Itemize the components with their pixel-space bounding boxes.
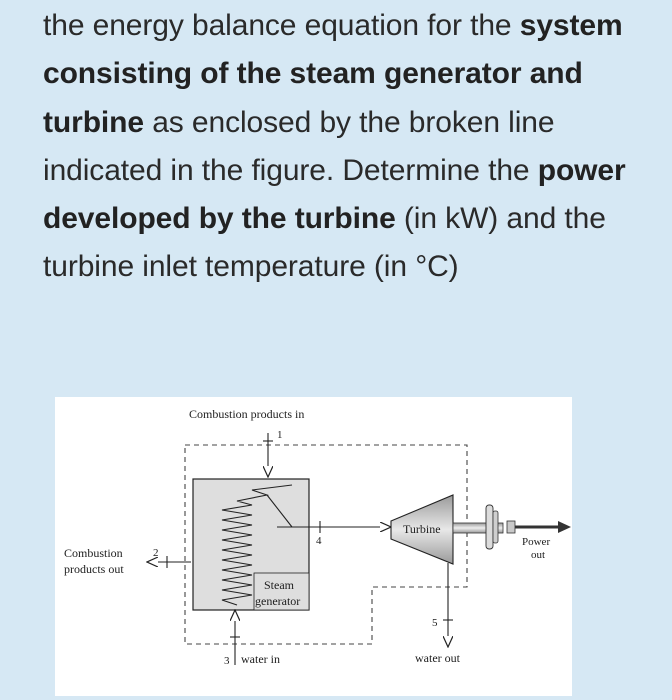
water-out-label: water out bbox=[415, 651, 461, 665]
turbine-shaft bbox=[452, 522, 504, 534]
steam-generator-label-1: Steam bbox=[264, 578, 295, 592]
combustion-out-label-2: products out bbox=[64, 562, 124, 576]
text-segment: (in kW) and the turbine inlet temperatur… bbox=[43, 202, 606, 284]
power-out-label-1: Power bbox=[522, 536, 550, 548]
schematic-figure: 1 2 3 water in 4 Turbine bbox=[55, 397, 572, 696]
problem-statement: the energy balance equation for the syst… bbox=[43, 2, 643, 292]
combustion-in-label: Combustion products in bbox=[189, 407, 304, 421]
turbine-casing bbox=[390, 494, 454, 565]
control-volume-boundary bbox=[184, 444, 468, 645]
power-out-arrow bbox=[558, 521, 571, 533]
water-in-label: water in bbox=[241, 652, 280, 666]
state-4-label: 4 bbox=[316, 535, 322, 547]
state-5-label: 5 bbox=[432, 617, 438, 629]
power-out-label-2: out bbox=[531, 549, 545, 561]
power-plant-schematic: 1 2 3 water in 4 Turbine bbox=[64, 407, 571, 667]
text-segment-bold: system consisting of the steam generator… bbox=[43, 9, 623, 139]
heat-exchanger-coil bbox=[221, 484, 293, 606]
turbine-label: Turbine bbox=[403, 522, 441, 536]
state-2-label: 2 bbox=[153, 547, 159, 559]
combustion-out-label-1: Combustion bbox=[64, 546, 123, 560]
state-1-label: 1 bbox=[277, 429, 283, 441]
text-segment: the energy balance equation for the bbox=[43, 9, 520, 42]
text-segment: as enclosed by the broken line indicated… bbox=[43, 105, 555, 187]
text-segment-bold: power developed by the turbine bbox=[43, 153, 626, 236]
state-3-label: 3 bbox=[224, 655, 230, 667]
steam-generator-label-2: generator bbox=[255, 594, 300, 608]
